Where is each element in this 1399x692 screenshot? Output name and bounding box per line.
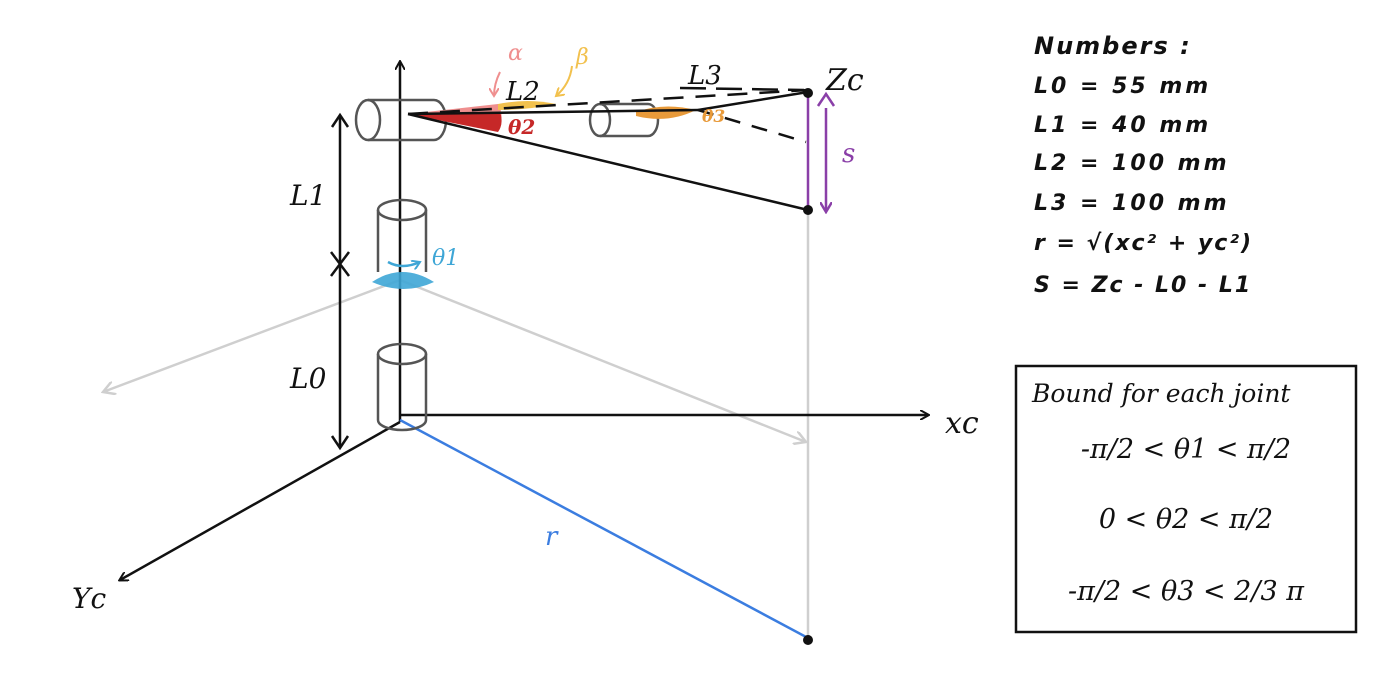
theta3-label: θ3	[702, 107, 725, 127]
r-line	[399, 418, 809, 640]
bounds-theta3: -π/2 < θ3 < 2/3 π	[1068, 576, 1305, 607]
link-l3	[697, 90, 809, 112]
l-dimension-top-arrow	[330, 112, 350, 128]
numbers-l1: L1 = 40 mm	[1034, 113, 1211, 138]
bounds-title: Bound for each joint	[1031, 379, 1291, 408]
joint-bounds-box: Bound for each joint -π/2 < θ1 < π/2 0 <…	[1014, 364, 1358, 634]
s-bottom-point	[803, 205, 813, 215]
link-l2	[407, 108, 699, 116]
l-dimension-bottom-arrow	[330, 435, 350, 451]
l-dimension-middle-tick	[330, 251, 350, 277]
bounds-border	[1014, 364, 1358, 634]
theta2-label: θ2	[508, 115, 535, 139]
theta1-label: θ1	[432, 246, 459, 271]
z-axis-label: Zc	[825, 63, 864, 98]
alpha-pointer-arrow	[494, 71, 501, 96]
theta2-wedge	[408, 112, 502, 132]
y-axis	[120, 420, 401, 580]
x-axis-label: xc	[945, 406, 979, 441]
l2-label: L2	[505, 77, 540, 107]
ground-point	[803, 635, 813, 645]
link-shoulder-to-s-bottom	[407, 112, 809, 212]
link-l3-extension-dashed	[697, 108, 807, 144]
numbers-panel: Numbers : L0 = 55 mm L1 = 40 mm L2 = 100…	[1034, 32, 1253, 298]
projected-y-guide	[103, 278, 401, 392]
coordinate-axes: Zc xc Yc	[72, 62, 979, 615]
numbers-l2: L2 = 100 mm	[1034, 151, 1230, 176]
numbers-r: r = √(xc² + yc²)	[1034, 231, 1253, 256]
bounds-theta1: -π/2 < θ1 < π/2	[1081, 434, 1291, 465]
l0-label: L0	[289, 362, 326, 395]
theta1-rotation-arrow	[387, 262, 420, 266]
beta-pointer-arrow	[556, 65, 573, 96]
projected-x-guide	[399, 278, 806, 442]
l3-label: L3	[687, 61, 722, 91]
waist-cylinder	[376, 198, 428, 272]
numbers-l3: L3 = 100 mm	[1034, 191, 1230, 216]
alpha-label: α	[508, 41, 523, 66]
theta1-joint-wedge	[372, 272, 434, 289]
s-dimension-arrow-top	[816, 91, 836, 107]
numbers-s: S = Zc - L0 - L1	[1034, 273, 1252, 298]
r-label: r	[545, 522, 559, 552]
elbow-cylinder	[588, 102, 660, 138]
base-cylinder	[376, 342, 428, 432]
numbers-header: Numbers :	[1034, 32, 1192, 60]
numbers-l0: L0 = 55 mm	[1034, 74, 1211, 99]
link-shoulder-to-end-top	[407, 88, 809, 116]
s-label: s	[842, 139, 855, 169]
bounds-theta2: 0 < θ2 < π/2	[1099, 504, 1273, 535]
l3-top-stroke	[679, 86, 805, 92]
arm-links	[407, 86, 813, 215]
end-effector-point	[803, 88, 813, 98]
theta3-wedge	[636, 106, 696, 119]
beta-label: β	[575, 45, 589, 70]
guide-lines	[103, 210, 810, 640]
height-dimension: L1 L0	[289, 112, 350, 451]
l1-label: L1	[289, 179, 326, 212]
y-axis-label: Yc	[72, 582, 106, 615]
